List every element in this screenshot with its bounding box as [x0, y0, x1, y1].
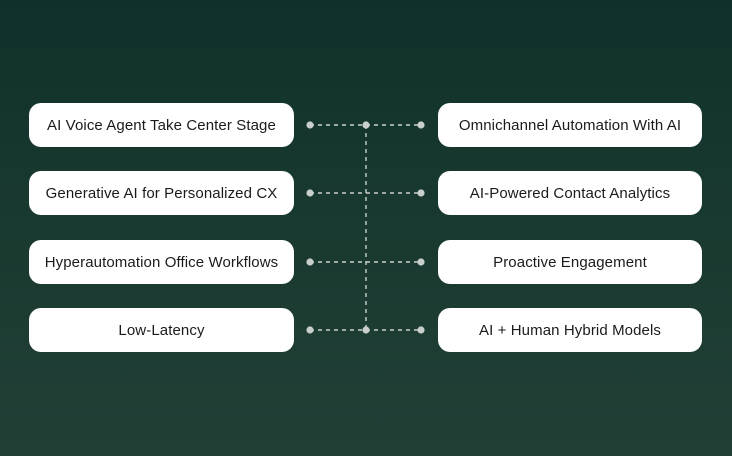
left-item-4: Low-Latency: [29, 308, 294, 352]
left-dot-2: [306, 189, 314, 197]
spine-dot-bottom: [362, 326, 370, 334]
right-dot-3: [417, 258, 425, 266]
right-dot-2: [417, 189, 425, 197]
left-dot-1: [306, 121, 314, 129]
right-item-4: AI + Human Hybrid Models: [438, 308, 702, 352]
left-dot-4: [306, 326, 314, 334]
right-dot-4: [417, 326, 425, 334]
left-item-3: Hyperautomation Office Workflows: [29, 240, 294, 284]
right-item-3: Proactive Engagement: [438, 240, 702, 284]
spine-dot-top: [362, 121, 370, 129]
right-item-1: Omnichannel Automation With AI: [438, 103, 702, 147]
right-dot-1: [417, 121, 425, 129]
right-item-2: AI-Powered Contact Analytics: [438, 171, 702, 215]
left-dot-3: [306, 258, 314, 266]
left-item-1: AI Voice Agent Take Center Stage: [29, 103, 294, 147]
left-item-2: Generative AI for Personalized CX: [29, 171, 294, 215]
